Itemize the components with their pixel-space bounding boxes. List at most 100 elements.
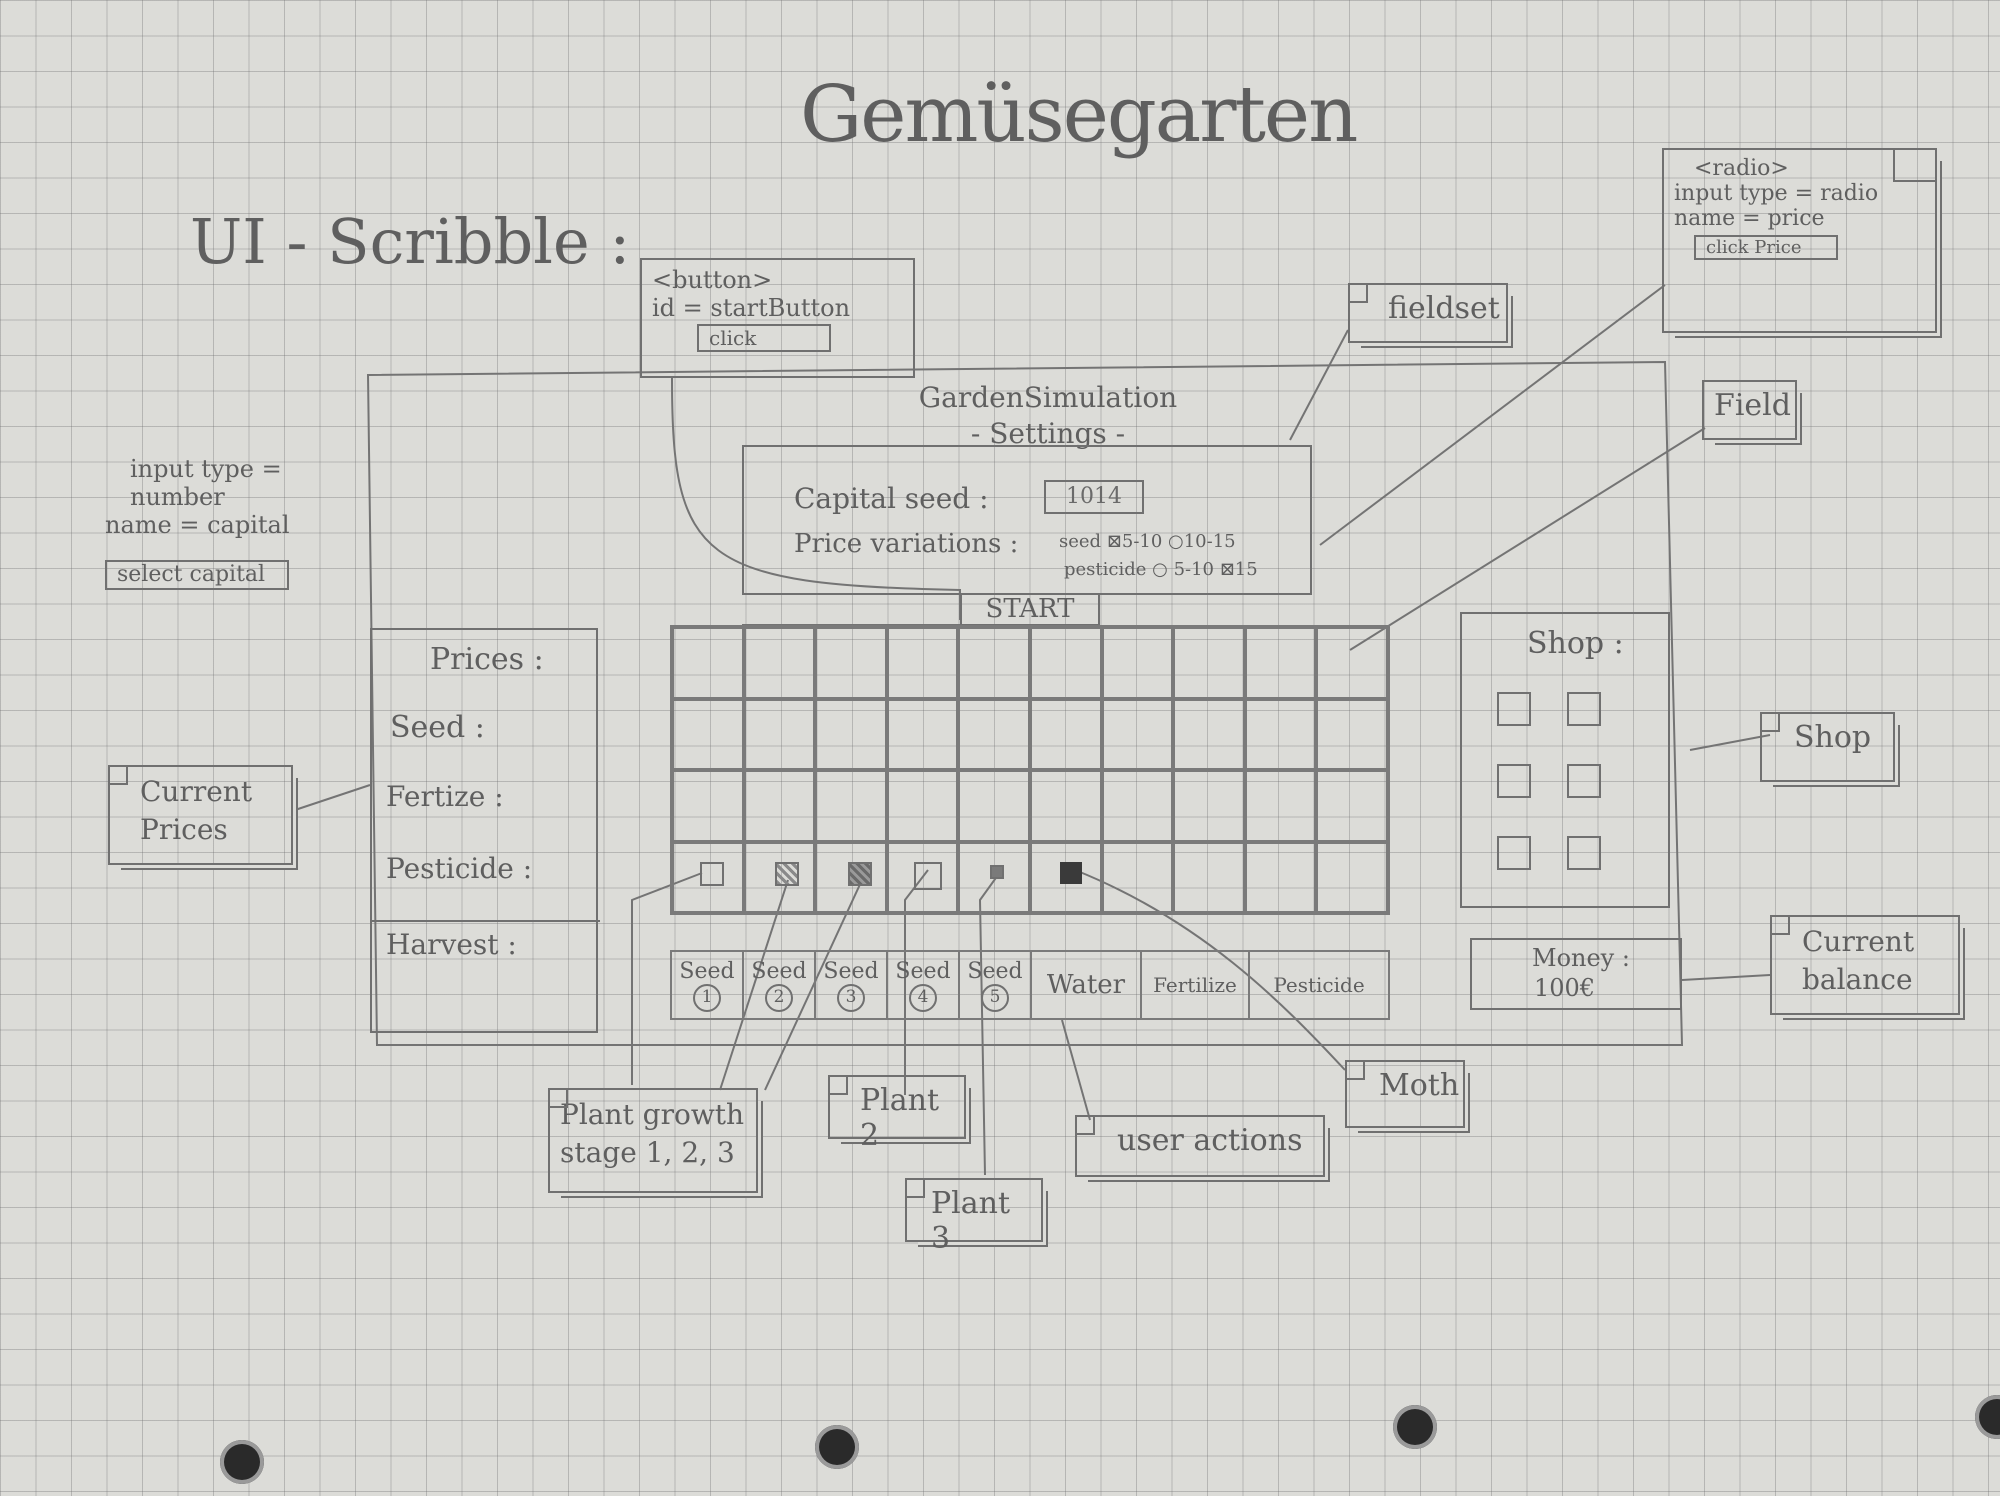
field-cell[interactable] [815, 698, 887, 770]
field-cell[interactable] [1101, 841, 1174, 913]
field-cell[interactable] [1029, 698, 1102, 770]
current-balance-label: Current balance [1802, 925, 1915, 996]
field-cell[interactable] [1029, 770, 1102, 842]
field-cell[interactable] [1173, 770, 1245, 842]
field-cell[interactable] [1316, 841, 1388, 913]
field-cell[interactable] [743, 770, 816, 842]
field-cell[interactable] [1244, 698, 1317, 770]
field-cell[interactable] [1244, 770, 1317, 842]
action-num: 2 [765, 983, 793, 1012]
field-cell[interactable] [1316, 627, 1388, 699]
current-balance-note: Current balance [1770, 915, 1960, 1015]
plant2-icon [914, 862, 942, 890]
field-cell[interactable] [743, 698, 816, 770]
shop-link-line [1689, 734, 1771, 751]
field-cell[interactable] [815, 627, 887, 699]
field-cell[interactable] [1029, 841, 1102, 913]
shop-item-slot[interactable] [1567, 692, 1601, 726]
prices-panel: Prices : Seed : Fertize : Pesticide : Ha… [370, 628, 600, 1033]
capital-label: Capital seed : [794, 482, 989, 515]
field-cell[interactable] [815, 770, 887, 842]
field-cell[interactable] [1244, 627, 1317, 699]
field-cell[interactable] [1173, 627, 1245, 699]
action-fertilize[interactable]: Fertilize [1142, 950, 1250, 1020]
shop-note: Shop [1760, 712, 1895, 782]
balance-link-line [1681, 974, 1771, 981]
button-note-click[interactable]: click [697, 324, 831, 352]
field-cell[interactable] [1029, 627, 1102, 699]
page-title: Gemüsegarten [800, 70, 1358, 160]
shop-item-slot[interactable] [1497, 764, 1531, 798]
action-num: 4 [909, 983, 937, 1012]
binder-hole [1393, 1405, 1437, 1449]
field-cell[interactable] [886, 770, 959, 842]
shop-item-slot[interactable] [1497, 836, 1531, 870]
field-cell[interactable] [1173, 698, 1245, 770]
field-cell[interactable] [958, 627, 1030, 699]
field-cell[interactable] [743, 627, 816, 699]
capital-note-select[interactable]: select capital [105, 560, 289, 590]
shop-item-slot[interactable] [1567, 836, 1601, 870]
field-cell[interactable] [672, 698, 744, 770]
radio-note-name: name = price [1674, 206, 1825, 231]
note-corner [828, 1075, 848, 1095]
plant2-label: Plant 2 [860, 1083, 940, 1153]
capital-input[interactable]: 1014 [1044, 480, 1144, 514]
shop-item-slot[interactable] [1567, 764, 1601, 798]
prices-link-line [294, 784, 371, 811]
shop-item-slot[interactable] [1497, 692, 1531, 726]
field-cell[interactable] [958, 841, 1030, 913]
action-label: Seed [895, 958, 951, 984]
field-cell[interactable] [1173, 841, 1245, 913]
shop-heading: Shop : [1527, 626, 1624, 661]
garden-field-grid[interactable] [670, 625, 1390, 915]
user-actions-note: user actions [1075, 1115, 1325, 1177]
action-water[interactable]: Water [1032, 950, 1142, 1020]
capital-note-name: name = capital [105, 511, 290, 539]
plant3-label: Plant 3 [931, 1186, 1011, 1256]
shop-panel: Shop : [1460, 612, 1670, 908]
field-cell[interactable] [672, 841, 744, 913]
field-cell[interactable] [743, 841, 816, 913]
moth-icon [1060, 862, 1082, 884]
binder-hole [815, 1425, 859, 1469]
plant3-icon [990, 865, 1004, 879]
page-subtitle: UI - Scribble : [190, 205, 631, 278]
action-num: 5 [981, 983, 1009, 1012]
note-corner [548, 1088, 568, 1108]
current-prices-label: Current Prices [140, 775, 253, 846]
price-fertilize: Fertize : [386, 780, 504, 813]
field-cell[interactable] [886, 841, 959, 913]
field-cell[interactable] [958, 698, 1030, 770]
field-cell[interactable] [1316, 770, 1388, 842]
field-cell[interactable] [815, 841, 887, 913]
action-num: 3 [837, 983, 865, 1012]
field-cell[interactable] [886, 627, 959, 699]
radio-note-click[interactable]: click Price [1694, 235, 1838, 260]
action-label: Water [1046, 970, 1126, 1000]
binder-hole [1975, 1395, 2000, 1439]
field-note-label: Field [1714, 388, 1791, 423]
field-cell[interactable] [1101, 627, 1174, 699]
field-cell[interactable] [1244, 841, 1317, 913]
note-corner [108, 765, 128, 785]
field-cell[interactable] [672, 627, 744, 699]
field-cell[interactable] [1316, 698, 1388, 770]
field-cell[interactable] [958, 770, 1030, 842]
price-pesticide-radios[interactable]: pesticide ○ 5-10 ⊠15 [1064, 559, 1258, 580]
field-cell[interactable] [1101, 698, 1174, 770]
action-pesticide[interactable]: Pesticide [1250, 950, 1388, 1020]
price-seed-radios[interactable]: seed ⊠5-10 ○10-15 [1059, 531, 1236, 552]
field-cell[interactable] [886, 698, 959, 770]
field-cell[interactable] [1101, 770, 1174, 842]
field-cell[interactable] [672, 770, 744, 842]
fieldset-link-line [1289, 329, 1349, 441]
note-corner [1345, 1060, 1365, 1080]
start-button[interactable]: START [960, 594, 1100, 626]
price-pesticide: Pesticide : [386, 852, 533, 885]
